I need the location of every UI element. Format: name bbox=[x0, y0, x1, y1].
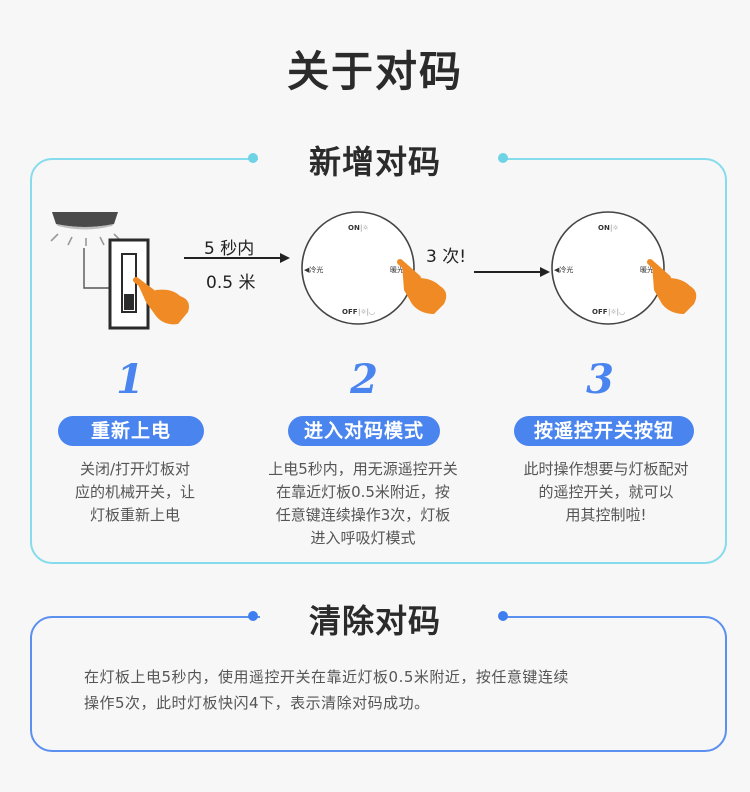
svg-text:ON: ON bbox=[348, 224, 360, 232]
clear-pairing-description: 在灯板上电5秒内，使用遥控开关在靠近灯板0.5米附近，按任意键连续 操作5次，此… bbox=[84, 668, 569, 712]
hand-pointer-icon bbox=[647, 259, 697, 314]
title-dot-right bbox=[498, 611, 508, 621]
press-count-label: 3 次! bbox=[426, 247, 467, 267]
ceiling-lamp-icon bbox=[52, 212, 118, 227]
svg-text:ON: ON bbox=[598, 224, 610, 232]
remote-switch-icon bbox=[551, 211, 665, 325]
clear-pairing-title: 清除对码 bbox=[308, 602, 441, 640]
add-pairing-title: 新增对码 bbox=[308, 143, 441, 181]
remote-switch-icon bbox=[301, 211, 415, 325]
svg-text:暖光▶: 暖光▶ bbox=[640, 265, 660, 274]
step-description: 此时操作想要与灯板配对 的遥控开关，就可以 用其控制啦! bbox=[523, 460, 689, 524]
step-title-pill: 重新上电 bbox=[58, 416, 204, 446]
svg-text:|☼: |☼ bbox=[360, 224, 369, 232]
svg-text:OFF: OFF bbox=[592, 308, 608, 316]
page-title: 关于对码 bbox=[286, 47, 463, 96]
step-title-pill: 按遥控开关按钮 bbox=[514, 416, 694, 446]
step-number: 1 bbox=[116, 356, 144, 403]
step-number: 2 bbox=[350, 356, 378, 403]
step-description: 关闭/打开灯板对 应的机械开关，让 灯板重新上电 bbox=[74, 460, 195, 524]
arrow-right-icon bbox=[184, 253, 290, 263]
lamp-switch-illustration bbox=[50, 212, 189, 330]
title-dot-left bbox=[248, 611, 258, 621]
title-gap bbox=[260, 613, 500, 621]
arrow1-distance-label: 0.5 米 bbox=[206, 273, 256, 293]
svg-text:暖光▶: 暖光▶ bbox=[390, 265, 410, 274]
step-title-pill: 进入对码模式 bbox=[288, 416, 440, 446]
title-dot-left bbox=[248, 153, 258, 163]
svg-text:|☼|◡: |☼|◡ bbox=[358, 308, 375, 316]
hand-pointer-icon bbox=[133, 277, 189, 325]
svg-text:◀冷光: ◀冷光 bbox=[304, 265, 323, 274]
svg-text:OFF: OFF bbox=[342, 308, 358, 316]
arrow1-time-label: 5 秒内 bbox=[204, 239, 255, 259]
arrow-right-icon bbox=[474, 267, 550, 277]
title-gap bbox=[258, 155, 500, 163]
remote-illustration-3: ON |☼ OFF |☼|◡ ◀冷光 暖光▶ bbox=[551, 211, 697, 325]
hand-pointer-icon bbox=[397, 259, 447, 314]
title-dot-right bbox=[498, 153, 508, 163]
step-number: 3 bbox=[586, 356, 614, 403]
svg-text:◀冷光: ◀冷光 bbox=[554, 265, 573, 274]
step-description: 上电5秒内，用无源遥控开关 在靠近灯板0.5米附近，按 任意键连续操作3次，灯板… bbox=[268, 460, 458, 547]
remote-illustration-2: ON |☼ OFF |☼|◡ ◀冷光 暖光▶ bbox=[301, 211, 447, 325]
svg-text:|☼: |☼ bbox=[610, 224, 619, 232]
svg-text:|☼|◡: |☼|◡ bbox=[608, 308, 625, 316]
